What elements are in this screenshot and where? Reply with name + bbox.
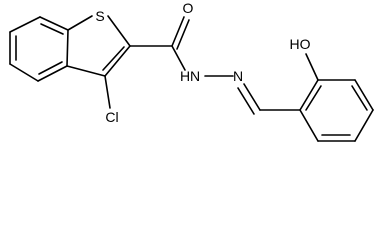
bond-n-c bbox=[243, 83, 261, 111]
double-bond-inner bbox=[305, 85, 322, 111]
molecule-structure: S O N H N Cl HO bbox=[9, 0, 374, 142]
bond bbox=[354, 109, 374, 142]
bond-c-n bbox=[171, 45, 186, 71]
phenol-ring bbox=[299, 79, 374, 142]
double-bond-inner bbox=[102, 46, 125, 71]
bond bbox=[39, 16, 69, 31]
bond bbox=[299, 109, 319, 142]
benzothiophene-benzene-ring bbox=[9, 16, 69, 82]
bond-c-cl bbox=[104, 75, 111, 109]
oxygen-atom-label: O bbox=[183, 0, 194, 16]
bond bbox=[354, 79, 374, 111]
bond bbox=[299, 79, 319, 111]
bond-c-oh bbox=[305, 53, 319, 81]
bond bbox=[9, 63, 39, 82]
bond bbox=[37, 65, 68, 82]
double-bond-inner bbox=[40, 23, 64, 35]
bond bbox=[104, 45, 131, 77]
nitrogen-atom-label: N bbox=[190, 68, 200, 84]
thiophene-ring bbox=[66, 15, 131, 77]
nitrogen-atom-label: N bbox=[233, 68, 243, 84]
bond bbox=[66, 65, 106, 77]
sulfur-atom-label: S bbox=[95, 8, 104, 24]
double-bond-inner bbox=[38, 61, 63, 75]
bond bbox=[9, 16, 41, 33]
double-bond-inner bbox=[351, 85, 368, 111]
double-bond-c-o bbox=[176, 19, 190, 50]
double-bond-n-c bbox=[237, 87, 255, 115]
hydroxyl-group-label: HO bbox=[290, 36, 311, 52]
chlorine-atom-label: Cl bbox=[105, 109, 118, 125]
bond bbox=[66, 29, 69, 67]
bond-c-o bbox=[171, 16, 185, 47]
bond bbox=[107, 15, 131, 47]
bond bbox=[67, 15, 93, 31]
hydrogen-atom-label: H bbox=[180, 68, 190, 84]
